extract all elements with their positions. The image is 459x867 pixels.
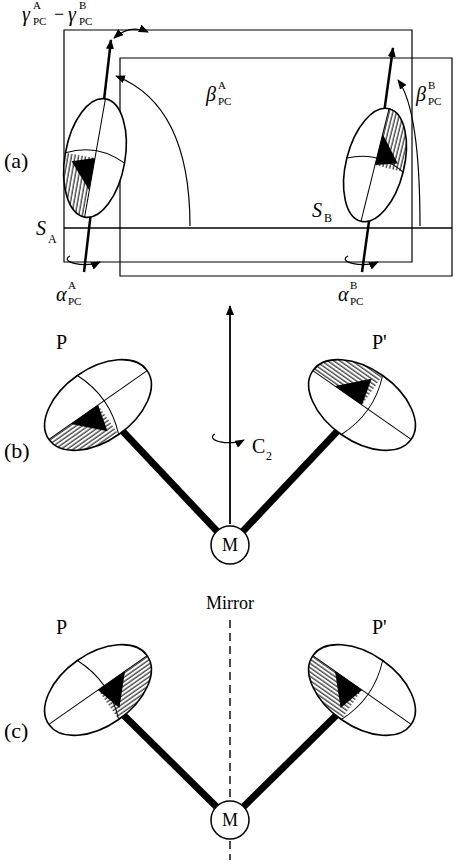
- figure-label: Mirror: [206, 594, 254, 612]
- figure-label: β: [416, 84, 426, 104]
- figure-label: α: [56, 284, 67, 304]
- figure-label: PC: [218, 96, 231, 107]
- ellipsoid-unit: SB: [340, 103, 410, 227]
- rotation-arrow: [67, 256, 100, 265]
- figure-label: B: [428, 80, 435, 91]
- ellipsoid-outline: [55, 94, 135, 223]
- atom-outline: [211, 526, 249, 564]
- ellipsoid-shape: [340, 103, 410, 227]
- bond-rod: [243, 431, 337, 531]
- rotation-arrow: [345, 256, 378, 265]
- atom-circle: M: [210, 525, 250, 565]
- ellipsoid-unit: P: [43, 358, 153, 452]
- figure-label: (a): [4, 150, 28, 172]
- unit-name: A: [48, 233, 57, 245]
- bond-rod: [244, 716, 337, 807]
- filled-wedge: [71, 405, 114, 446]
- bond-rod: [124, 716, 217, 807]
- ellipsoid-shape: [60, 96, 130, 220]
- unit-name: S: [36, 218, 46, 238]
- atom-circle: M: [210, 800, 250, 840]
- figure-label: PC: [350, 296, 363, 307]
- filled-wedge: [335, 364, 378, 405]
- figure-label: PC: [428, 96, 441, 107]
- figure-label: α: [338, 284, 349, 304]
- filled-wedge: [67, 154, 95, 190]
- figure-label: PC: [79, 16, 92, 27]
- c2-axis: [229, 306, 231, 524]
- ellipsoid-unit: P': [307, 643, 417, 737]
- atom-name: M: [222, 536, 238, 554]
- angle-arc: [116, 76, 190, 226]
- ellipsoid-outline: [333, 102, 417, 229]
- reference-axis: [64, 227, 452, 229]
- unit-name: P: [56, 617, 67, 637]
- figure-label: (c): [4, 720, 28, 742]
- bond-rod: [123, 431, 217, 531]
- figure-label: PC: [68, 296, 81, 307]
- ellipsoid-outline: [28, 626, 168, 754]
- ellipsoid-outline: [292, 341, 432, 469]
- ellipsoid-shape: [307, 643, 417, 737]
- ellipsoid-shape: [43, 358, 153, 452]
- figure-label: β: [206, 84, 216, 104]
- ellipsoid-shape: [43, 643, 153, 737]
- figure-label: C: [252, 436, 265, 456]
- figure-label: B: [350, 280, 357, 291]
- figure-label: γ: [68, 4, 76, 24]
- figure-label: A: [33, 0, 41, 11]
- twist-arc: [114, 29, 148, 38]
- atom-name: M: [222, 811, 238, 829]
- rotation-arrow: [212, 434, 244, 443]
- figure-label: 2: [266, 450, 272, 462]
- figure-label: A: [218, 80, 226, 91]
- ellipsoid-unit: P': [307, 358, 417, 452]
- figure-label: −: [54, 5, 64, 23]
- unit-name: P': [372, 332, 387, 352]
- ellipsoid-shape: [307, 358, 417, 452]
- figure-label: (b): [4, 440, 30, 462]
- figure-label: γ: [22, 4, 30, 24]
- ellipsoid-unit: P: [43, 643, 153, 737]
- unit-name: B: [324, 212, 332, 224]
- figure-label: A: [68, 280, 76, 291]
- unit-name: S: [312, 200, 322, 220]
- hatched-quadrant: [55, 153, 95, 217]
- atom-outline: [211, 801, 249, 839]
- figure-label: PC: [33, 16, 46, 27]
- figure-label: B: [79, 0, 86, 11]
- ellipsoid-unit: SA: [60, 96, 130, 220]
- plane-outline: [120, 58, 452, 276]
- ellipsoid-outline: [292, 626, 432, 754]
- ellipsoid-outline: [28, 341, 168, 469]
- unit-name: P: [56, 332, 67, 352]
- filled-wedge: [375, 134, 404, 170]
- unit-name: P': [372, 617, 387, 637]
